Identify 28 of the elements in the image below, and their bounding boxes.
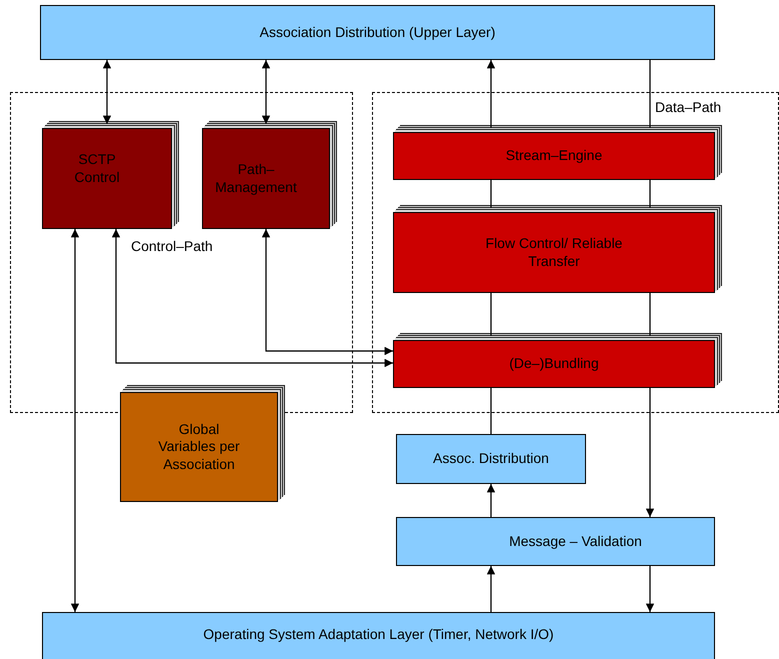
arrow <box>646 566 654 612</box>
connector-line <box>490 388 492 434</box>
node-label: Stream–Engine <box>506 147 602 165</box>
node-label: SCTP Control <box>73 151 121 186</box>
connector-line <box>649 293 651 336</box>
node-label: Flow Control/ Reliable Transfer <box>484 235 624 270</box>
process-box <box>396 517 715 566</box>
process-box <box>40 5 715 60</box>
process-box <box>396 434 586 484</box>
node-label: Path– Management <box>214 161 298 196</box>
arrow <box>70 229 80 612</box>
arrow <box>262 229 393 356</box>
connector-line <box>490 293 492 336</box>
arrow <box>646 388 654 517</box>
arrow <box>486 484 496 517</box>
connector-line <box>490 180 492 208</box>
node-label: Message – Validation <box>509 532 642 550</box>
node-label: Assoc. Distribution <box>433 450 549 468</box>
process-box <box>42 612 715 659</box>
node-label: Global Variables per Association <box>157 420 241 474</box>
node-label: Association Distribution (Upper Layer) <box>260 24 496 42</box>
node-label: Operating System Adaptation Layer (Timer, Network I/O) <box>203 626 554 644</box>
arrow <box>486 566 496 612</box>
dashed-group-frame <box>10 92 353 413</box>
node-label: (De–)Bundling <box>509 355 599 373</box>
arrow <box>112 229 393 368</box>
dashed-group-frame <box>372 92 779 413</box>
connector-line <box>649 180 651 208</box>
